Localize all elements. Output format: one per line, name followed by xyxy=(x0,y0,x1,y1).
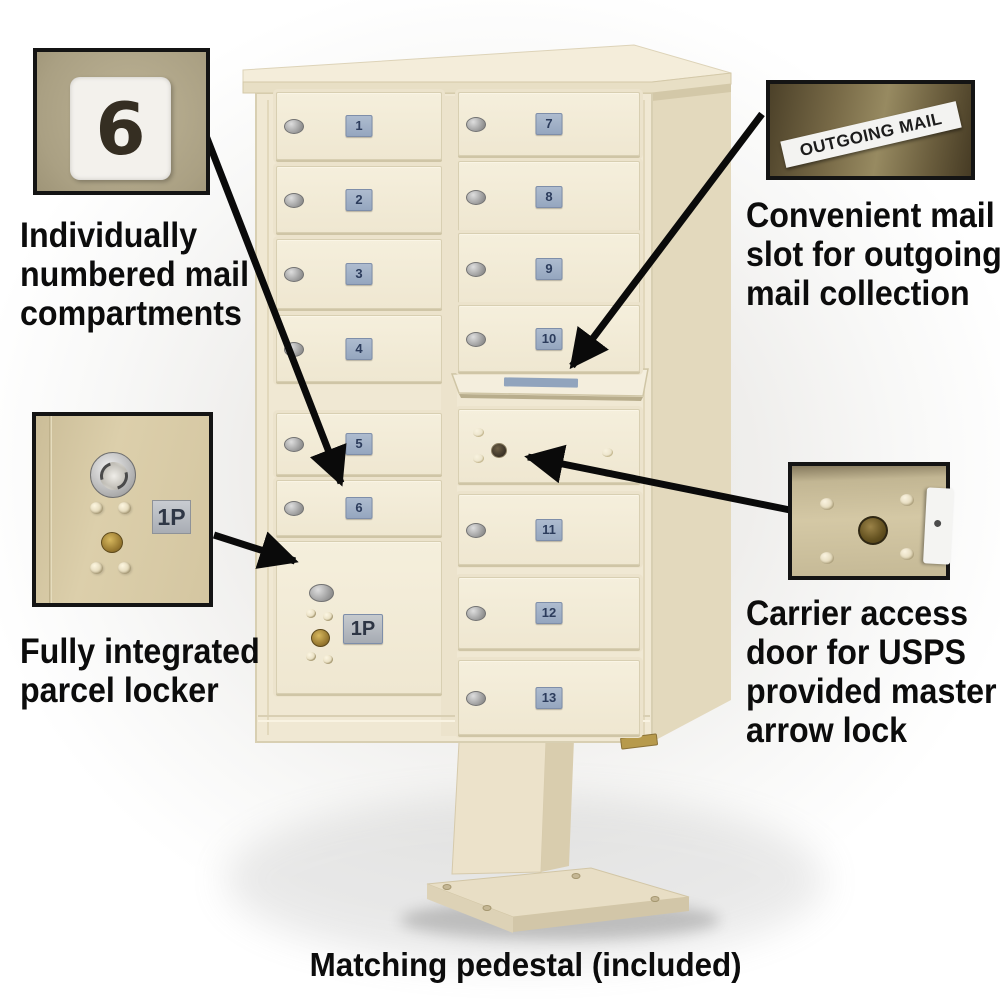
parcel-number-tag: 1P xyxy=(152,500,191,534)
door-number-tag: 7 xyxy=(535,113,563,135)
rivet-icon xyxy=(820,498,834,510)
arrow-lock-keyhole-icon xyxy=(491,443,507,458)
door-5: 5 xyxy=(276,413,442,475)
door-lock-icon xyxy=(466,690,486,706)
inset-carrier-access-photo xyxy=(788,462,954,580)
door-number-tag: 5 xyxy=(345,433,373,455)
caption-line: Carrier access xyxy=(746,594,969,633)
caption-outgoing-slot: Convenient mail slot for outgoing mail c… xyxy=(746,196,1000,313)
brand-plate xyxy=(620,733,658,750)
door-3: 3 xyxy=(276,239,442,309)
caption-line: Individually xyxy=(20,216,198,255)
outgoing-slot-label-strip xyxy=(503,377,579,388)
door-number-tag: 12 xyxy=(535,602,563,624)
rivet-icon xyxy=(323,612,333,621)
door-lock-icon xyxy=(284,267,304,282)
door-number-tag: 10 xyxy=(535,327,563,350)
arrow-numbered-compartments xyxy=(201,131,347,487)
caption-numbered-compartments: Individually numbered mail compartments xyxy=(20,216,249,333)
door-number-tag: 9 xyxy=(535,257,563,280)
rivet-icon xyxy=(900,494,914,506)
door-number-tag: 3 xyxy=(345,263,373,285)
door-9: 9 xyxy=(458,233,640,304)
rivet-icon xyxy=(473,428,484,437)
caption-line: arrow lock xyxy=(746,711,908,750)
rivet-icon xyxy=(820,552,834,564)
caption-line: door for USPS xyxy=(746,633,967,672)
keyhole-icon xyxy=(311,629,330,647)
door-12: 12 xyxy=(458,577,640,649)
rivet-icon xyxy=(602,448,613,457)
notice-card xyxy=(923,487,954,565)
outgoing-mail-text: OUTGOING MAIL xyxy=(797,108,944,160)
parcel-lock-icon xyxy=(309,584,334,602)
arrow-lock-icon xyxy=(858,516,888,545)
door-lock-icon xyxy=(466,606,486,621)
door-11: 11 xyxy=(458,494,640,565)
arrow-parcel-locker xyxy=(212,531,299,569)
door-lock-icon xyxy=(466,261,486,277)
arrow-carrier-door xyxy=(524,444,791,514)
caption-line: Convenient mail xyxy=(746,196,995,235)
parcel-door-1p: 1P xyxy=(276,541,442,694)
rivet-icon xyxy=(306,652,316,661)
door-4: 4 xyxy=(276,315,442,382)
door-lock-icon xyxy=(284,119,304,134)
caption-pedestal: Matching pedestal (included) xyxy=(309,946,742,983)
door-13: 13 xyxy=(458,660,640,735)
rivet-icon xyxy=(90,502,103,514)
parcel-lock-icon xyxy=(90,452,136,498)
rivet-icon xyxy=(900,548,914,560)
door-1: 1 xyxy=(276,92,442,160)
arrow-outgoing-slot xyxy=(569,111,765,370)
pedestal xyxy=(426,739,690,933)
door-lock-icon xyxy=(466,331,486,347)
caption-line: slot for outgoing xyxy=(746,235,1000,274)
door-lock-icon xyxy=(466,189,486,205)
outgoing-mail-label: OUTGOING MAIL xyxy=(780,101,962,168)
inset-outgoing-mail-photo: OUTGOING MAIL xyxy=(766,80,975,180)
rivet-icon xyxy=(306,609,316,618)
compartment-number-tag: 6 xyxy=(70,77,171,180)
door-lock-icon xyxy=(466,117,486,132)
door-number-tag: 1 xyxy=(345,115,373,137)
rivet-icon xyxy=(90,562,103,574)
rivet-icon xyxy=(323,655,333,664)
caption-line: parcel locker xyxy=(20,671,219,710)
inset-parcel-locker-photo: 1P xyxy=(32,412,213,607)
caption-line: mail collection xyxy=(746,274,970,313)
caption-line: compartments xyxy=(20,294,242,333)
inset-numbered-compartment-photo: 6 xyxy=(33,48,210,195)
caption-line: Fully integrated xyxy=(20,632,260,671)
door-lock-icon xyxy=(284,437,304,452)
door-7: 7 xyxy=(458,92,640,156)
door-number-tag: 11 xyxy=(535,518,563,541)
parcel-number: 1P xyxy=(157,503,186,530)
door-6: 6 xyxy=(276,480,442,536)
caption-line: numbered mail xyxy=(20,255,250,294)
caption-carrier-door: Carrier access door for USPS provided ma… xyxy=(746,594,997,750)
compartment-number: 6 xyxy=(95,86,146,171)
door-number-tag: 6 xyxy=(345,497,373,519)
door-lock-icon xyxy=(284,192,304,208)
door-number-tag: 4 xyxy=(345,337,373,360)
door-number-tag: 2 xyxy=(345,188,373,211)
door-lock-icon xyxy=(284,501,304,516)
door-number-tag: 13 xyxy=(535,686,563,709)
caption-line: provided master xyxy=(746,672,997,711)
keyhole-icon xyxy=(101,532,123,553)
rivet-icon xyxy=(118,502,131,514)
door-number-tag: 8 xyxy=(535,185,563,208)
panel-groove xyxy=(49,416,52,603)
caption-parcel-locker: Fully integrated parcel locker xyxy=(20,632,260,710)
rivet-icon xyxy=(473,454,484,463)
door-lock-icon xyxy=(466,522,486,538)
door-8: 8 xyxy=(458,161,640,232)
rivet-icon xyxy=(118,562,131,574)
door-2: 2 xyxy=(276,166,442,233)
parcel-number-tag: 1P xyxy=(343,614,383,644)
